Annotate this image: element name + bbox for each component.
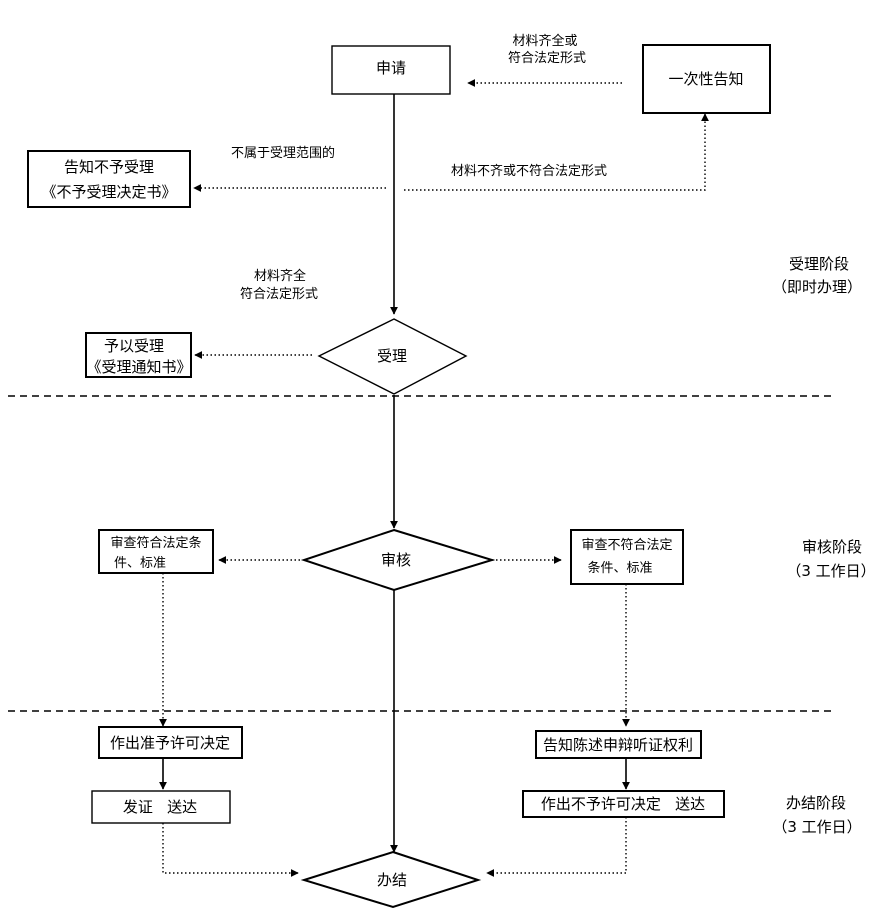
accept-decision-node: 受理 xyxy=(317,318,468,395)
accept-notice-node: 予以受理 《受理通知书》 xyxy=(85,332,192,378)
deny-deliver-node: 作出不予许可决定 送达 xyxy=(522,790,725,818)
edge-label-complete-legal-1: 材料齐全 xyxy=(254,268,306,284)
edge-label-incomplete: 材料不齐或不符合法定形式 xyxy=(451,163,607,179)
accept-notice-line2: 《受理通知书》 xyxy=(86,358,191,376)
complete-label: 办结 xyxy=(377,871,407,889)
phase-accept-duration: （即时办理） xyxy=(772,278,862,296)
review-decision-node: 审核 xyxy=(300,528,496,592)
apply-label: 申请 xyxy=(376,59,406,77)
edge-label-out-of-scope: 不属于受理范围的 xyxy=(231,145,335,161)
apply-node: 申请 xyxy=(331,45,451,95)
review-fail-line1: 审查不符合法定 xyxy=(581,537,672,553)
grant-decision-label: 作出准予许可决定 xyxy=(110,734,230,752)
edge-label-complete-or-legal-1: 材料齐全或 xyxy=(512,33,577,49)
phase-finish-duration: （3 工作日） xyxy=(772,818,861,836)
notify-once-node: 一次性告知 xyxy=(642,44,771,114)
edge-issue-to-complete xyxy=(162,823,299,877)
phase-accept-name: 受理阶段 xyxy=(789,255,849,273)
issue-deliver-label: 发证 送达 xyxy=(123,798,197,816)
review-ok-line1: 审查符合法定条 xyxy=(110,535,201,551)
review-decision-label: 审核 xyxy=(381,551,411,569)
review-ok-line2: 件、标准 xyxy=(114,556,166,571)
reject-label-line1: 告知不予受理 xyxy=(64,158,154,176)
accept-notice-line1: 予以受理 xyxy=(104,337,164,355)
complete-node: 办结 xyxy=(300,850,482,909)
deny-deliver-label: 作出不予许可决定 送达 xyxy=(541,795,705,813)
issue-deliver-node: 发证 送达 xyxy=(91,790,231,824)
reject-node: 告知不予受理 《不予受理决定书》 xyxy=(27,150,191,208)
edge-to-notify-once xyxy=(404,113,709,191)
phase-finish-name: 办结阶段 xyxy=(786,794,846,812)
review-fail-line2: 条件、标准 xyxy=(587,560,652,576)
edge-deny-to-complete xyxy=(486,817,627,877)
notify-rights-label: 告知陈述申辩听证权利 xyxy=(543,736,693,754)
notify-once-label: 一次性告知 xyxy=(668,70,743,88)
review-ok-node: 审查符合法定条 件、标准 xyxy=(98,529,214,574)
grant-decision-node: 作出准予许可决定 xyxy=(98,726,243,759)
review-fail-node: 审查不符合法定 条件、标准 xyxy=(570,529,684,585)
edge-label-complete-legal-2: 符合法定形式 xyxy=(240,286,318,302)
phase-review-duration: （3 工作日） xyxy=(786,562,875,580)
phase-review-name: 审核阶段 xyxy=(802,538,862,556)
accept-decision-label: 受理 xyxy=(377,347,407,365)
edge-label-complete-or-legal-2: 符合法定形式 xyxy=(508,50,586,66)
notify-rights-node: 告知陈述申辩听证权利 xyxy=(535,730,702,759)
reject-label-line2: 《不予受理决定书》 xyxy=(41,183,176,201)
